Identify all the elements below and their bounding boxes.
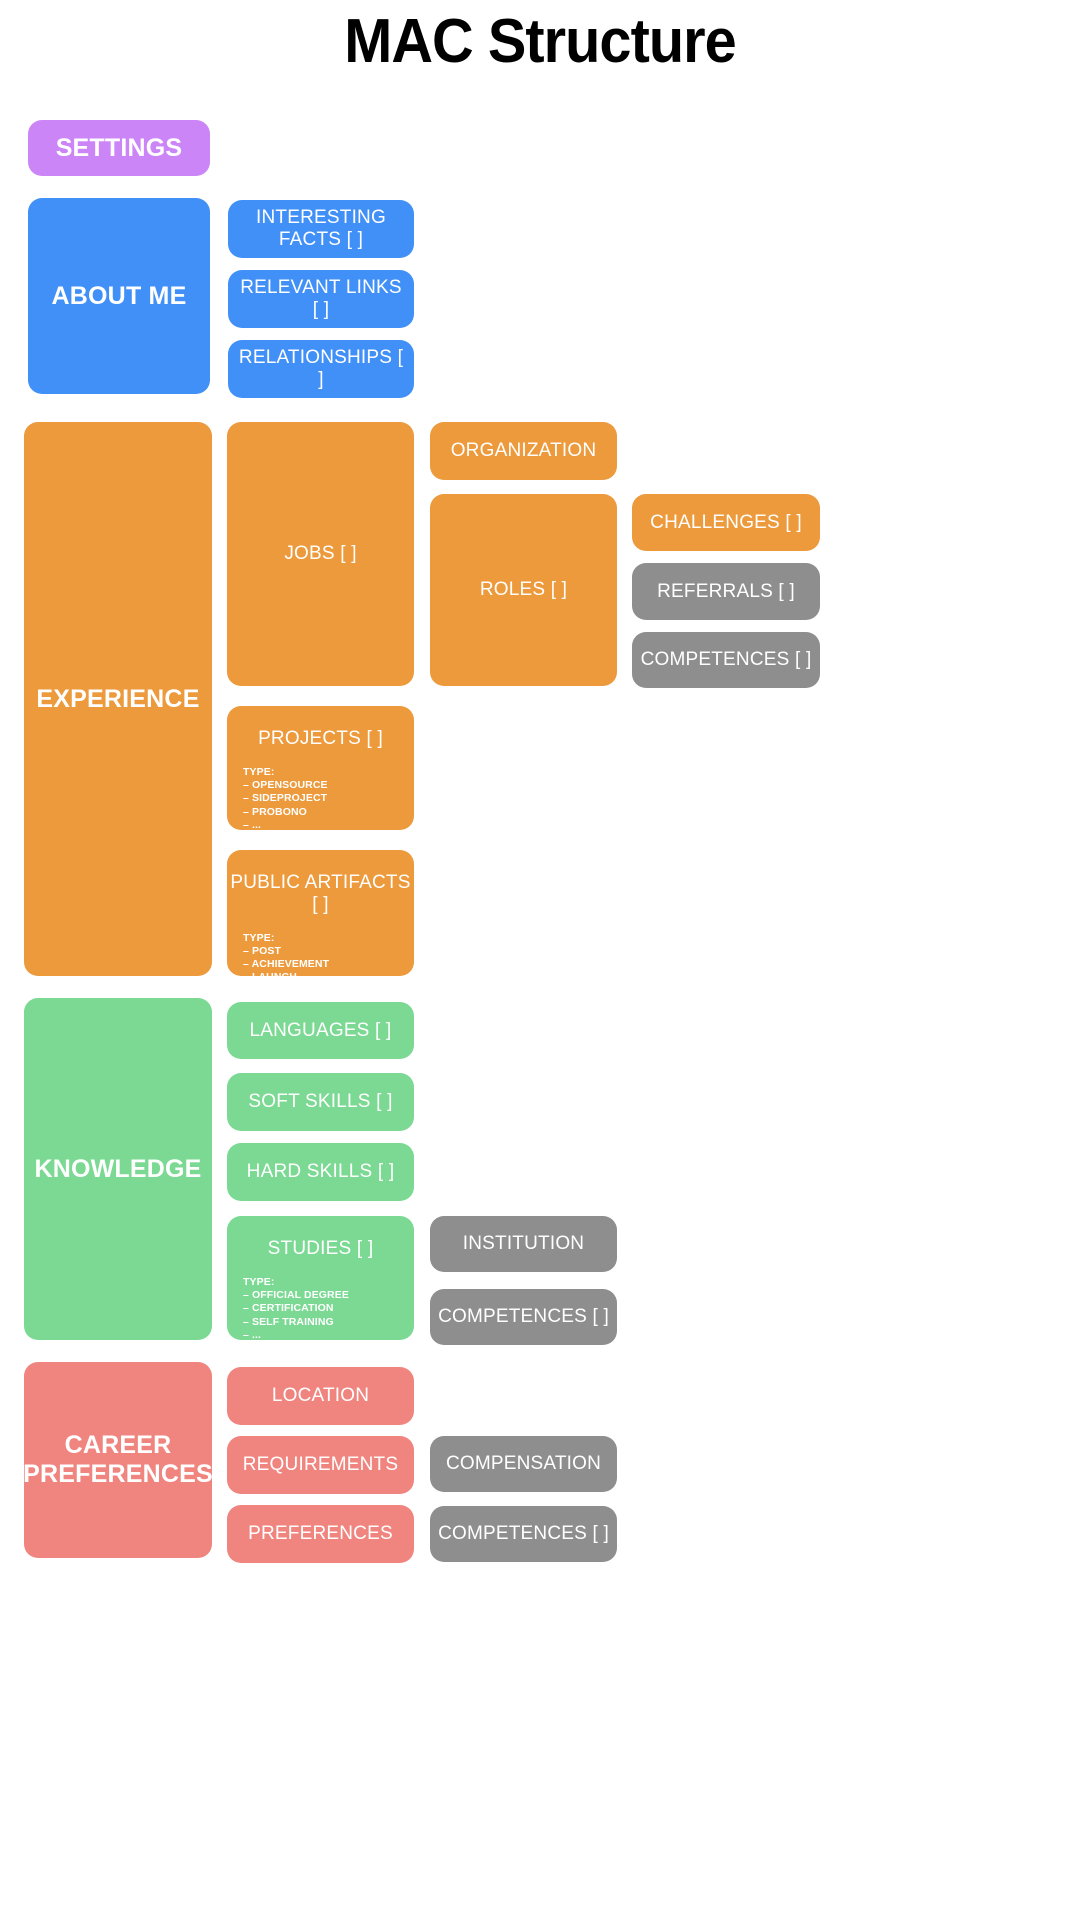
public-artifacts-type-item: ...	[243, 985, 414, 998]
node-preferences[interactable]: PREFERENCES	[227, 1505, 414, 1563]
page-title: MAC Structure	[344, 7, 736, 76]
studies-type-item: OFFICIAL DEGREE	[243, 1289, 414, 1302]
node-experience-competences[interactable]: COMPETENCES [ ]	[632, 632, 820, 688]
section-experience-label: EXPERIENCE	[36, 684, 200, 713]
section-career-preferences[interactable]: CAREER PREFERENCES	[23, 1362, 213, 1558]
node-location[interactable]: LOCATION	[227, 1367, 414, 1425]
node-knowledge-competences-label: COMPETENCES [ ]	[438, 1306, 609, 1328]
projects-type-list: TYPE: OPENSOURCE SIDEPROJECT PROBONO ...	[243, 766, 414, 832]
section-about-me-label: ABOUT ME	[51, 281, 187, 310]
node-languages-label: LANGUAGES [ ]	[249, 1019, 392, 1041]
node-organization-label: ORGANIZATION	[450, 440, 597, 462]
section-experience[interactable]: EXPERIENCE	[24, 422, 212, 976]
public-artifacts-type-item: LAUNCH	[243, 971, 414, 984]
node-public-artifacts[interactable]: PUBLIC ARTIFACTS [ ] TYPE: POST ACHIEVEM…	[227, 850, 414, 997]
node-institution[interactable]: INSTITUTION	[430, 1216, 617, 1272]
node-preferences-label: PREFERENCES	[248, 1523, 393, 1545]
node-relevant-links-label: RELEVANT LINKS [ ]	[240, 277, 402, 320]
node-relevant-links[interactable]: RELEVANT LINKS [ ]	[228, 270, 414, 328]
node-interesting-facts[interactable]: INTERESTING FACTS [ ]	[228, 200, 414, 258]
node-career-competences[interactable]: COMPETENCES [ ]	[430, 1506, 617, 1562]
node-hard-skills-label: HARD SKILLS [ ]	[246, 1161, 395, 1183]
node-studies[interactable]: STUDIES [ ] TYPE: OFFICIAL DEGREE CERTIF…	[227, 1216, 414, 1342]
projects-type-item: SIDEPROJECT	[243, 792, 414, 805]
node-compensation[interactable]: COMPENSATION	[430, 1436, 617, 1492]
node-interesting-facts-label: INTERESTING FACTS [ ]	[256, 207, 386, 250]
node-requirements-label: REQUIREMENTS	[242, 1454, 399, 1476]
node-projects[interactable]: PROJECTS [ ] TYPE: OPENSOURCE SIDEPROJEC…	[227, 706, 414, 832]
studies-type-head: TYPE:	[243, 1275, 275, 1288]
public-artifacts-type-item: POST	[243, 945, 414, 958]
studies-type-list: TYPE: OFFICIAL DEGREE CERTIFICATION SELF…	[243, 1276, 414, 1342]
node-hard-skills[interactable]: HARD SKILLS [ ]	[227, 1143, 414, 1201]
node-institution-label: INSTITUTION	[462, 1233, 585, 1255]
node-relationships[interactable]: RELATIONSHIPS [ ]	[228, 340, 414, 398]
section-knowledge[interactable]: KNOWLEDGE	[24, 998, 212, 1340]
node-jobs[interactable]: JOBS [ ]	[227, 422, 414, 686]
node-relationships-label: RELATIONSHIPS [ ]	[238, 347, 404, 390]
node-experience-competences-label: COMPETENCES [ ]	[640, 649, 812, 671]
node-soft-skills[interactable]: SOFT SKILLS [ ]	[227, 1073, 414, 1131]
projects-type-item: OPENSOURCE	[243, 779, 414, 792]
node-jobs-label: JOBS [ ]	[284, 543, 357, 565]
section-settings-label: SETTINGS	[55, 133, 183, 162]
node-roles-label: ROLES [ ]	[479, 579, 568, 601]
node-projects-label: PROJECTS [ ]	[258, 728, 383, 749]
node-location-label: LOCATION	[271, 1385, 370, 1407]
node-compensation-label: COMPENSATION	[445, 1453, 602, 1475]
section-knowledge-label: KNOWLEDGE	[34, 1154, 202, 1183]
studies-type-item: ...	[243, 1329, 414, 1342]
studies-type-item: SELF TRAINING	[243, 1316, 414, 1329]
node-studies-label: STUDIES [ ]	[267, 1238, 374, 1259]
node-requirements[interactable]: REQUIREMENTS	[227, 1436, 414, 1494]
node-languages[interactable]: LANGUAGES [ ]	[227, 1002, 414, 1059]
node-challenges[interactable]: CHALLENGES [ ]	[632, 494, 820, 551]
node-knowledge-competences[interactable]: COMPETENCES [ ]	[430, 1289, 617, 1345]
section-settings[interactable]: SETTINGS	[28, 120, 210, 176]
projects-type-head: TYPE:	[243, 765, 275, 778]
node-organization[interactable]: ORGANIZATION	[430, 422, 617, 480]
node-referrals[interactable]: REFERRALS [ ]	[632, 563, 820, 620]
section-about-me[interactable]: ABOUT ME	[28, 198, 210, 394]
node-soft-skills-label: SOFT SKILLS [ ]	[248, 1091, 393, 1113]
projects-type-item: ...	[243, 819, 414, 832]
node-challenges-label: CHALLENGES [ ]	[650, 511, 802, 533]
node-referrals-label: REFERRALS [ ]	[657, 580, 795, 602]
public-artifacts-type-list: TYPE: POST ACHIEVEMENT LAUNCH ...	[243, 932, 414, 998]
node-public-artifacts-label: PUBLIC ARTIFACTS [ ]	[230, 872, 411, 915]
public-artifacts-type-head: TYPE:	[243, 931, 275, 944]
node-career-competences-label: COMPETENCES [ ]	[438, 1523, 609, 1545]
public-artifacts-type-item: ACHIEVEMENT	[243, 958, 414, 971]
node-roles[interactable]: ROLES [ ]	[430, 494, 617, 686]
studies-type-item: CERTIFICATION	[243, 1302, 414, 1315]
projects-type-item: PROBONO	[243, 806, 414, 819]
section-career-preferences-label: CAREER PREFERENCES	[23, 1431, 213, 1488]
